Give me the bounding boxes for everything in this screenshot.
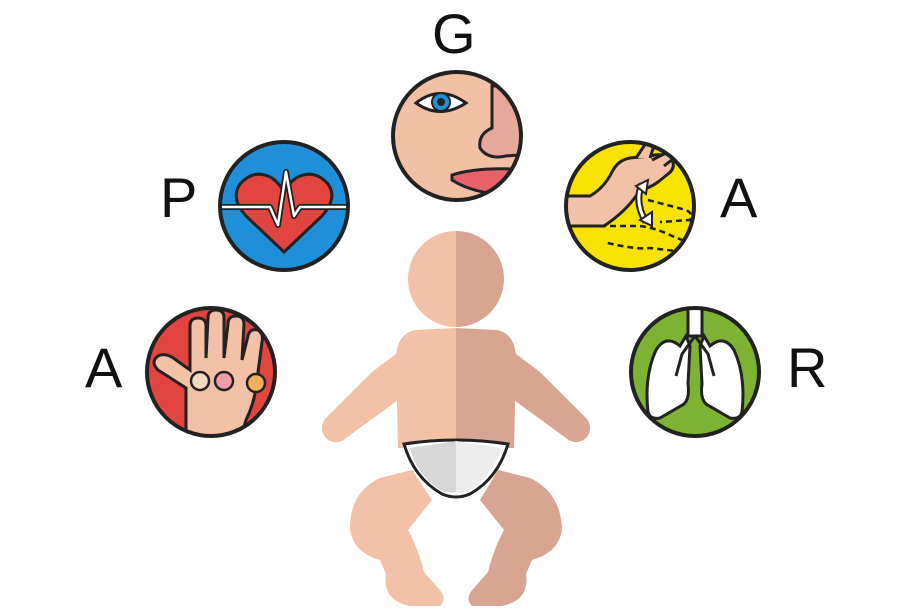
activity-arm-icon xyxy=(564,140,696,272)
baby-head xyxy=(408,231,504,327)
baby-torso xyxy=(396,328,516,448)
letter-g: G xyxy=(432,2,476,65)
letter-r: R xyxy=(787,336,828,399)
appearance-hand-icon xyxy=(145,306,277,438)
letter-a-activity: A xyxy=(720,166,758,229)
baby-right-leg xyxy=(468,470,562,606)
baby-right-arm xyxy=(500,342,591,443)
baby-left-leg xyxy=(350,470,444,606)
pulse-heart-icon xyxy=(218,140,350,272)
grimace-face-icon xyxy=(391,70,523,202)
respiration-lungs-icon xyxy=(629,306,761,438)
letter-p: P xyxy=(160,166,198,229)
letter-a-appearance: A xyxy=(85,336,123,399)
baby-left-arm xyxy=(321,342,412,443)
newborn-baby-figure xyxy=(321,231,591,606)
baby-diaper xyxy=(402,438,510,499)
